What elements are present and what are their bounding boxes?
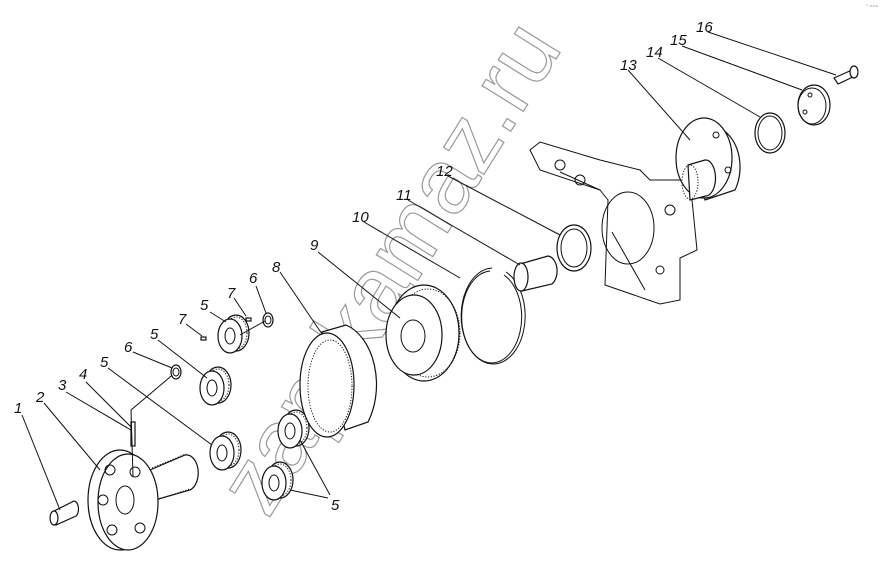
corner-mark: ° === (866, 4, 878, 10)
callout-2: 2 (35, 389, 45, 406)
part-2-planet-carrier (87, 449, 199, 551)
leader-lines (21, 31, 837, 511)
planet-gears (199, 314, 310, 501)
callout-6: 6 (124, 339, 133, 356)
callout-7: 7 (178, 311, 187, 328)
washers-and-pins (170, 312, 274, 380)
callout-16: 16 (696, 19, 713, 36)
part-8-ring-gear (299, 324, 378, 438)
part-3-4-pins (130, 371, 177, 477)
callout-3: 3 (58, 377, 67, 394)
part-15-cover (797, 84, 831, 126)
callout-10: 10 (352, 209, 369, 226)
callout-13: 13 (620, 57, 637, 74)
callout-14: 14 (646, 44, 663, 61)
part-11-bushing (513, 255, 558, 292)
callout-5: 5 (331, 497, 340, 514)
callout-1: 1 (14, 400, 22, 417)
callout-12: 12 (436, 163, 453, 180)
callout-8: 8 (272, 259, 281, 276)
callout-15: 15 (670, 32, 687, 49)
callout-9: 9 (310, 237, 319, 254)
gearbox-housing (529, 141, 698, 305)
part-14-o-ring (754, 112, 786, 154)
part-9-gear-disc (385, 284, 461, 382)
callout-5: 5 (100, 354, 109, 371)
part-10-snap-ring (460, 267, 526, 365)
callout-5: 5 (150, 326, 159, 343)
callout-labels: 1 2 3 4 5 5 5 5 6 6 7 7 8 9 10 11 12 13 … (14, 19, 713, 514)
callout-11: 11 (396, 187, 412, 204)
part-16-bolt (833, 65, 859, 85)
callout-5: 5 (200, 297, 209, 314)
part-13-output-flange (675, 117, 741, 201)
callout-6: 6 (249, 270, 258, 287)
part-12-seal-ring (556, 224, 592, 272)
callout-7: 7 (227, 285, 236, 302)
part-1-pin (49, 500, 80, 526)
callout-4: 4 (79, 366, 87, 383)
